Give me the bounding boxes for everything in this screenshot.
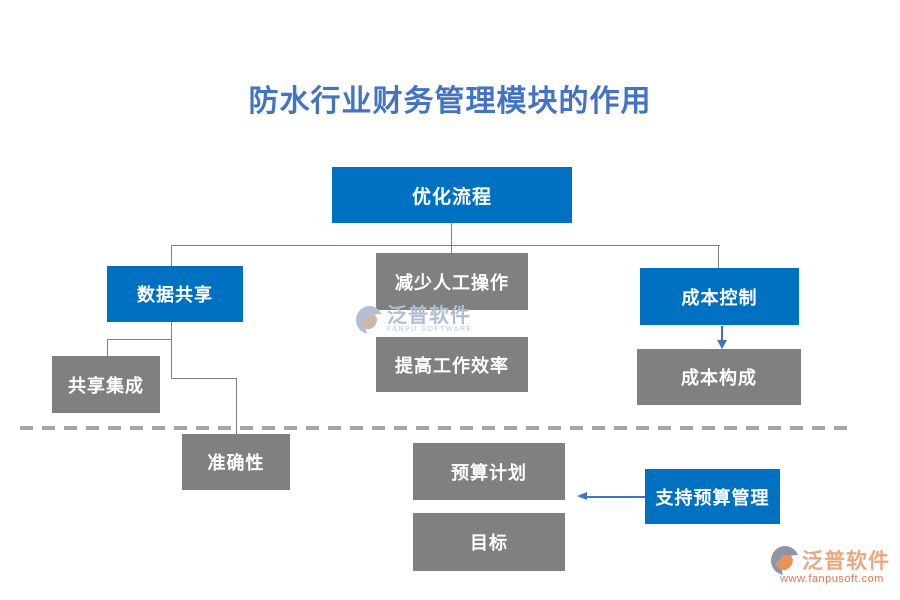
connector-branch-share-integration-v xyxy=(107,339,109,356)
node-support-budget-management: 支持预算管理 xyxy=(645,469,780,524)
page-title: 防水行业财务管理模块的作用 xyxy=(248,85,652,118)
node-budget-plan: 预算计划 xyxy=(413,443,565,500)
watermark-center: 泛普软件 FANPU SOFTWARE xyxy=(356,306,473,334)
arrow-down-head-icon xyxy=(717,340,727,349)
dashed-divider xyxy=(20,426,850,430)
connector-row1-horizontal xyxy=(171,245,720,247)
node-optimize-process: 优化流程 xyxy=(332,167,572,223)
connector-data-share-stem xyxy=(171,322,173,379)
node-cost-control: 成本控制 xyxy=(640,268,799,325)
node-reduce-manual-operations: 减少人工操作 xyxy=(376,253,528,310)
connector-branch-accuracy-h xyxy=(171,378,237,380)
brand-footer: 泛普软件 www.fanpusoft.com xyxy=(771,546,893,585)
watermark-brand-subtitle: FANPU SOFTWARE xyxy=(387,326,473,333)
node-accuracy: 准确性 xyxy=(182,434,290,490)
fanpu-logo-icon xyxy=(356,306,383,334)
brand-name: 泛普软件 xyxy=(802,548,890,573)
watermark-brand-name: 泛普软件 xyxy=(387,305,471,327)
fanpu-logo-icon xyxy=(771,546,799,575)
arrow-support-budget-to-plan xyxy=(586,496,645,498)
node-improve-work-efficiency: 提高工作效率 xyxy=(376,337,528,392)
connector-drop-reduce-manual xyxy=(451,246,453,254)
node-data-sharing: 数据共享 xyxy=(107,266,243,322)
node-goal: 目标 xyxy=(413,513,565,571)
node-sharing-integration: 共享集成 xyxy=(52,356,160,413)
node-cost-composition: 成本构成 xyxy=(637,349,801,405)
connector-branch-accuracy-v xyxy=(236,378,238,434)
arrow-left-head-icon xyxy=(577,492,587,500)
connector-drop-data-share xyxy=(171,245,173,266)
connector-optimize-stem xyxy=(451,223,453,246)
arrow-cost-control-to-composition xyxy=(721,326,723,342)
connector-branch-share-integration-h xyxy=(107,339,172,341)
connector-drop-cost-control xyxy=(718,245,720,268)
brand-url: www.fanpusoft.com xyxy=(780,573,884,585)
